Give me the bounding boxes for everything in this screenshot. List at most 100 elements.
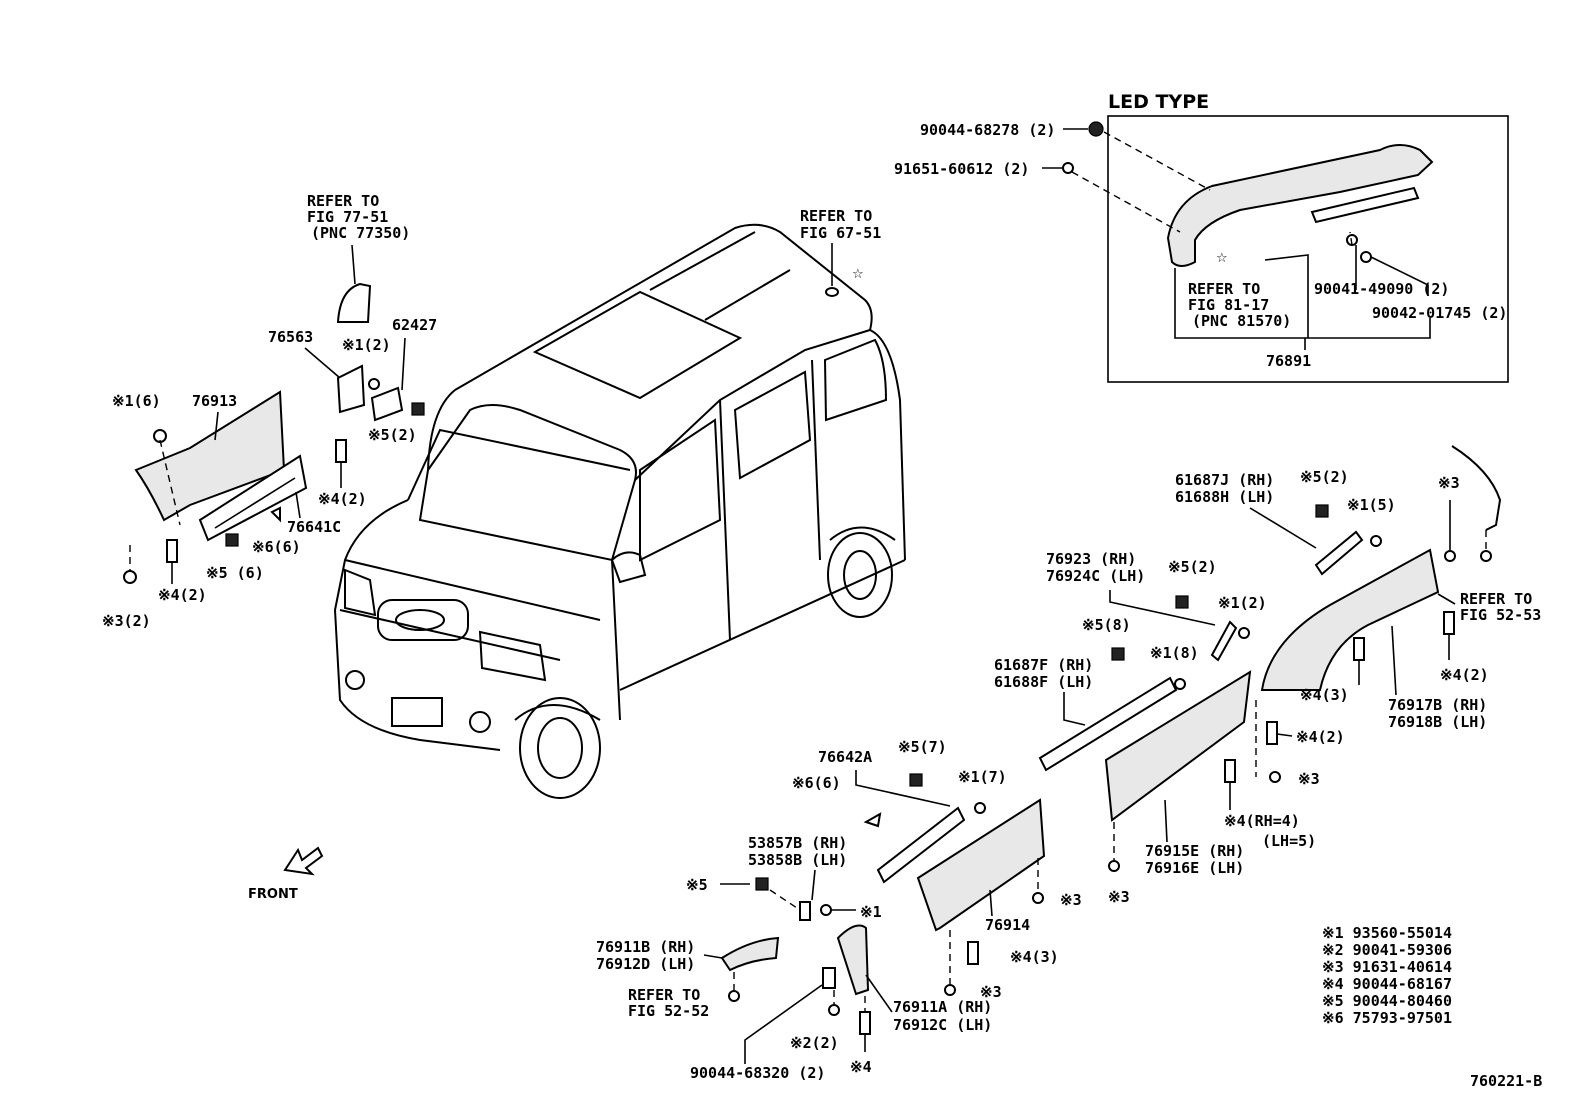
led-type-box (1107, 115, 1509, 383)
fender-extension (836, 924, 870, 996)
part-76915e: 76915E (RH) (1145, 842, 1244, 860)
legend-item-1: ※1 93560-55014 (1322, 924, 1452, 942)
clip-ref4 (335, 439, 347, 463)
legend-item-3: ※3 91631-40614 (1322, 958, 1452, 976)
hinge-bracket (370, 386, 404, 422)
label-ref5-2c: ※5(2) (1168, 558, 1217, 576)
label-ref5a: ※5 (686, 876, 708, 894)
label-ref4-2b: ※4(2) (158, 586, 207, 604)
refer-5252-line2: FIG 52-52 (628, 1002, 709, 1020)
bolt-fastener (1062, 162, 1074, 174)
label-ref4a: ※4 (850, 1058, 872, 1076)
side-sill-bracket (1038, 676, 1178, 772)
led-refer-line2: FIG 81-17 (1188, 296, 1269, 314)
fuel-lid (336, 364, 366, 414)
diagram-code: 760221-B (1470, 1072, 1542, 1090)
sunroof (532, 290, 743, 400)
part-76916e: 76916E (LH) (1145, 859, 1244, 877)
part-61688f: 61688F (LH) (994, 673, 1093, 691)
rear-door-moulding (1104, 670, 1252, 822)
front-door-moulding (916, 798, 1046, 932)
label-ref1-6: ※1(6) (112, 392, 161, 410)
front-arrow-icon (283, 846, 324, 876)
label-ref5-2a: ※5(2) (368, 426, 417, 444)
legend-item-6: ※6 75793-97501 (1322, 1009, 1452, 1027)
label-ref1-7: ※1(7) (958, 768, 1007, 786)
part-76911a: 76911A (RH) (893, 998, 992, 1016)
part-53858b: 53858B (LH) (748, 851, 847, 869)
part-90041-49090: 90041-49090 (2) (1314, 280, 1449, 298)
part-76641c: 76641C (287, 518, 341, 536)
part-76642a: 76642A (818, 748, 872, 766)
part-76917b: 76917B (RH) (1388, 696, 1487, 714)
label-ref1-2b: ※1(2) (1218, 594, 1267, 612)
front-door-window (639, 418, 722, 562)
part-76911b: 76911B (RH) (596, 938, 695, 956)
label-ref5-8: ※5(8) (1082, 616, 1131, 634)
part-90044-68278: 90044-68278 (2) (920, 121, 1055, 139)
label-ref4-2c: ※4(2) (1440, 666, 1489, 684)
refer-5253-line1: REFER TO (1460, 590, 1532, 608)
label-ref3-2: ※3(2) (102, 612, 151, 630)
front-wheel (519, 697, 601, 799)
label-ref2-2: ※2(2) (790, 1034, 839, 1052)
back-door-garnish (134, 390, 286, 522)
label-ref6-6b: ※6(6) (792, 774, 841, 792)
part-76912d: 76912D (LH) (596, 955, 695, 973)
clip-ref6 (270, 506, 281, 523)
refer-6751-line1: REFER TO (800, 207, 872, 225)
rear-wheel (827, 532, 893, 618)
label-ref4-3a: ※4(3) (1300, 686, 1349, 704)
label-ref3c: ※3 (1108, 888, 1130, 906)
left-headlamp (344, 568, 377, 617)
refer-5252-line1: REFER TO (628, 986, 700, 1004)
star-mark-roof: ☆ (852, 267, 864, 282)
front-door-bracket (876, 806, 966, 884)
part-76914: 76914 (985, 916, 1030, 934)
quarter-window (823, 338, 888, 422)
legend: ※1 93560-55014 ※2 90041-59306 ※3 91631-4… (1322, 924, 1452, 1027)
washer-fastener (1360, 251, 1372, 263)
label-ref4-2a: ※4(2) (318, 490, 367, 508)
label-ref4-rh: ※4(RH=4) (1224, 812, 1300, 830)
label-ref5-6: ※5 (6) (206, 564, 264, 582)
label-ref3d: ※3 (1060, 891, 1082, 909)
fuel-lid-frame (336, 282, 372, 323)
part-90044-68320: 90044-68320 (2) (690, 1064, 825, 1082)
part-62427: 62427 (392, 316, 437, 334)
door-moulding-bracket (1210, 620, 1238, 662)
front-fender-group: 53857B (RH) 53858B (LH) ※5 ※1 76911B (RH… (596, 834, 992, 1082)
part-53857b: 53857B (RH) (748, 834, 847, 852)
legend-item-2: ※2 90041-59306 (1322, 941, 1452, 959)
label-ref5-7: ※5(7) (898, 738, 947, 756)
label-ref1-2a: ※1(2) (342, 336, 391, 354)
fender-extension-small (720, 936, 780, 972)
refer-7751-line1: REFER TO (307, 192, 379, 210)
refer-7751-line3: (PNC 77350) (311, 224, 410, 242)
legend-item-4: ※4 90044-68167 (1322, 975, 1452, 993)
vehicle-outline (333, 223, 906, 799)
part-61687j: 61687J (RH) (1175, 471, 1274, 489)
front-label: FRONT (248, 887, 298, 902)
side-moulding-group: 76923 (RH) 76924C (LH) ※5(2) ※1(2) ※5(8)… (792, 550, 1316, 1001)
star-mark: ☆ (1216, 251, 1228, 266)
label-ref3e: ※3 (980, 983, 1002, 1001)
rear-right-group: 61687J (RH) 61688H (LH) ※5(2) ※1(5) ※3 R… (1175, 445, 1541, 788)
part-61687f: 61687F (RH) (994, 656, 1093, 674)
part-90042-01745: 90042-01745 (2) (1372, 304, 1507, 322)
refer-6751-line2: FIG 67-51 (800, 224, 881, 242)
led-spoiler (1166, 144, 1434, 267)
rear-wheel-arch (1260, 548, 1440, 691)
part-76912c: 76912C (LH) (893, 1016, 992, 1034)
rear-door-window (733, 370, 812, 480)
part-76923: 76923 (RH) (1046, 550, 1136, 568)
led-type-title: LED TYPE (1108, 91, 1209, 113)
part-76563: 76563 (268, 328, 313, 346)
part-76924c: 76924C (LH) (1046, 567, 1145, 585)
label-ref6-6a: ※6(6) (252, 538, 301, 556)
label-ref5-2b: ※5(2) (1300, 468, 1349, 486)
label-ref4-2d: ※4(2) (1296, 728, 1345, 746)
label-ref1-5: ※1(5) (1347, 496, 1396, 514)
